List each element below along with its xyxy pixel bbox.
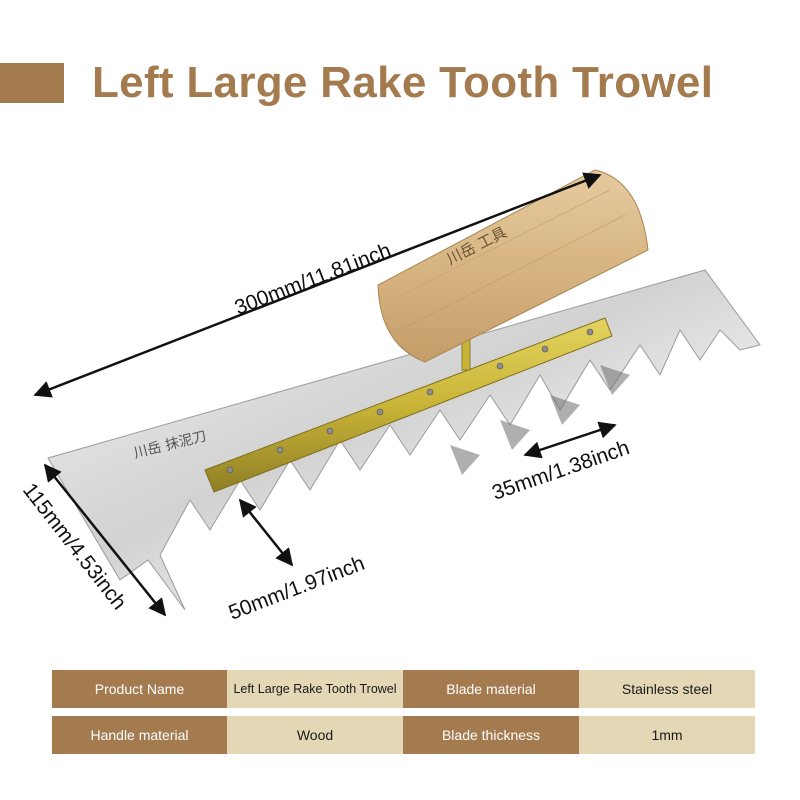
spec-label: Product Name	[52, 670, 227, 708]
tooth-depth-arrow	[238, 498, 294, 567]
height-arrow	[43, 463, 167, 617]
tooth-depth-label: 50mm/1.97inch	[226, 552, 368, 625]
title-accent-bar	[0, 63, 64, 103]
spec-label: Handle material	[52, 716, 227, 754]
spec-value: 1mm	[579, 716, 755, 754]
page-title: Left Large Rake Tooth Trowel	[92, 58, 714, 107]
spec-row: Product Name Left Large Rake Tooth Trowe…	[52, 670, 755, 708]
spec-value: Wood	[227, 716, 403, 754]
spec-value: Stainless steel	[579, 670, 755, 708]
spec-label: Blade material	[403, 670, 579, 708]
spec-row: Handle material Wood Blade thickness 1mm	[52, 716, 755, 754]
trowel-illustration: 川岳 抹泥刀 川岳 工具 300mm/11.81inch 115mm/4.53i…	[18, 169, 761, 625]
spec-value: Left Large Rake Tooth Trowel	[227, 670, 403, 708]
tooth-gap-arrow	[523, 421, 617, 459]
length-arrow	[33, 172, 602, 398]
length-label: 300mm/11.81inch	[232, 239, 395, 320]
spec-label: Blade thickness	[403, 716, 579, 754]
